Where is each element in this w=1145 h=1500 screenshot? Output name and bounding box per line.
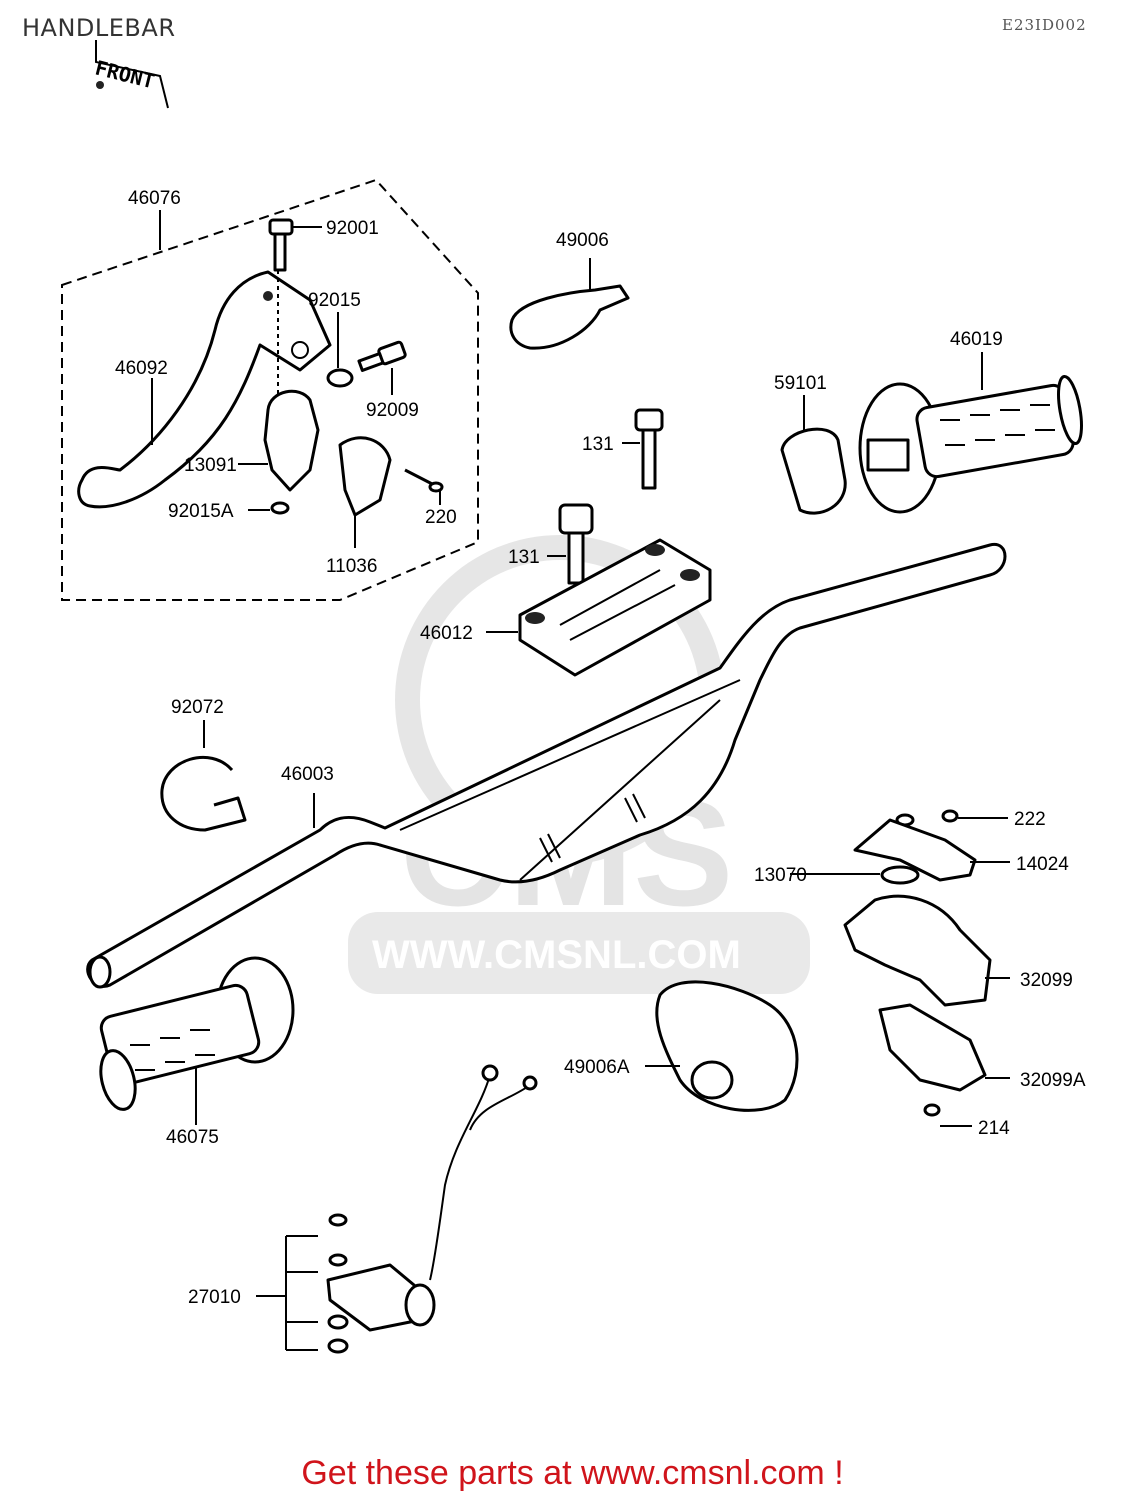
clamp-11036	[338, 436, 392, 517]
holder-13091	[263, 389, 320, 492]
screw-222	[895, 809, 959, 827]
callout-49006A: 49006A	[564, 1057, 630, 1078]
housing-32099A	[878, 1003, 987, 1092]
callout-92072: 92072	[171, 697, 224, 718]
bar-clamp-46012	[518, 538, 712, 677]
callout-labels: 46076 92001 92015 46092 92009 13091 9201…	[115, 188, 1086, 1308]
callout-92001: 92001	[326, 218, 379, 239]
screw-92009	[357, 340, 407, 372]
callout-214: 214	[978, 1118, 1010, 1139]
callout-lines	[151, 210, 441, 548]
housing-32099	[843, 894, 992, 1007]
gasket-13070	[880, 865, 920, 885]
callout-11036: 11036	[326, 556, 377, 577]
clip-59101	[780, 427, 847, 515]
screw-214	[923, 1103, 941, 1117]
callout-46012: 46012	[420, 623, 473, 644]
washer-92015	[326, 368, 354, 388]
bolt-131-upper	[634, 408, 664, 490]
diagram-code: E23ID002	[1002, 16, 1087, 34]
callout-46092: 46092	[115, 358, 168, 379]
callout-92009: 92009	[366, 400, 419, 421]
callout-46019: 46019	[950, 329, 1003, 350]
callout-49006: 49006	[556, 230, 609, 251]
callout-13070: 13070	[754, 865, 807, 886]
callout-46003: 46003	[281, 764, 334, 785]
callout-46075: 46075	[166, 1127, 219, 1148]
callout-14024: 14024	[1016, 854, 1069, 875]
callout-222: 222	[1014, 809, 1046, 830]
page-title: HANDLEBAR	[22, 14, 176, 42]
lever-46092	[77, 270, 332, 509]
switch-bracket-lines	[256, 1235, 318, 1351]
callout-13091: 13091	[184, 455, 237, 476]
watermark-banner	[348, 912, 810, 994]
grip-46019	[858, 374, 1083, 514]
handlebar-46003	[86, 543, 1007, 989]
grip-46075	[99, 956, 295, 1111]
watermark-site: WWW.CMSNL.COM	[372, 933, 741, 977]
shop-link[interactable]: Get these parts at www.cmsnl.com !	[301, 1454, 844, 1492]
front-marker: FRONT	[93, 40, 169, 109]
callout-131-upper: 131	[582, 434, 614, 455]
callout-32099A: 32099A	[1020, 1070, 1086, 1091]
band-92072	[160, 755, 247, 832]
callout-92015: 92015	[308, 290, 361, 311]
callout-46076: 46076	[128, 188, 181, 209]
callout-220: 220	[425, 507, 457, 528]
callout-27010: 27010	[188, 1287, 241, 1308]
callout-131-lower: 131	[508, 547, 540, 568]
callout-32099: 32099	[1020, 970, 1073, 991]
callout-92015A: 92015A	[168, 501, 234, 522]
boot-49006	[509, 284, 630, 350]
bolt-92001	[268, 218, 294, 272]
cable-guide-14024	[853, 818, 977, 882]
lever-group-box	[61, 178, 479, 601]
callout-59101: 59101	[774, 373, 827, 394]
nut-92015A	[270, 501, 290, 515]
switch-27010	[326, 1064, 538, 1354]
bolt-131-lower	[558, 503, 594, 585]
